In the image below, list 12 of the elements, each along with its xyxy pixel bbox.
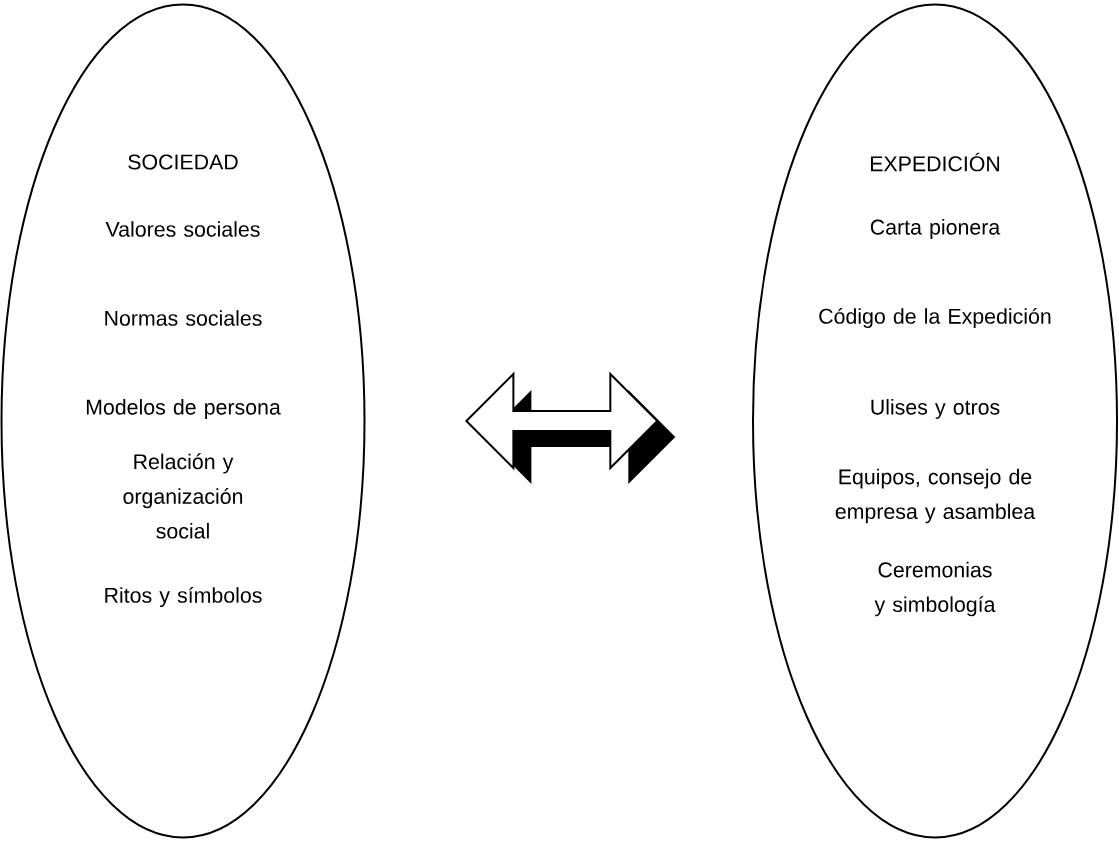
item-label: Modelos de persona <box>86 399 281 419</box>
heading: EXPEDICIÓN <box>870 152 1000 172</box>
item-label: Ritos y símbolos <box>105 586 262 608</box>
heading: SOCIEDAD <box>128 154 238 170</box>
item-label: Código de la Expedición <box>819 307 1051 329</box>
item-label: Ulises y otros <box>871 399 1000 419</box>
item-label: Normas sociales <box>105 310 262 326</box>
item-label: Equipos, consejo de empresa y asamblea <box>835 468 1036 524</box>
item-label: Valores sociales <box>105 221 260 237</box>
item-label: Ceremonias y simbología <box>874 561 996 617</box>
item-label: Relación y organización social <box>123 453 243 539</box>
item-label: Carta pionera <box>870 219 1001 239</box>
